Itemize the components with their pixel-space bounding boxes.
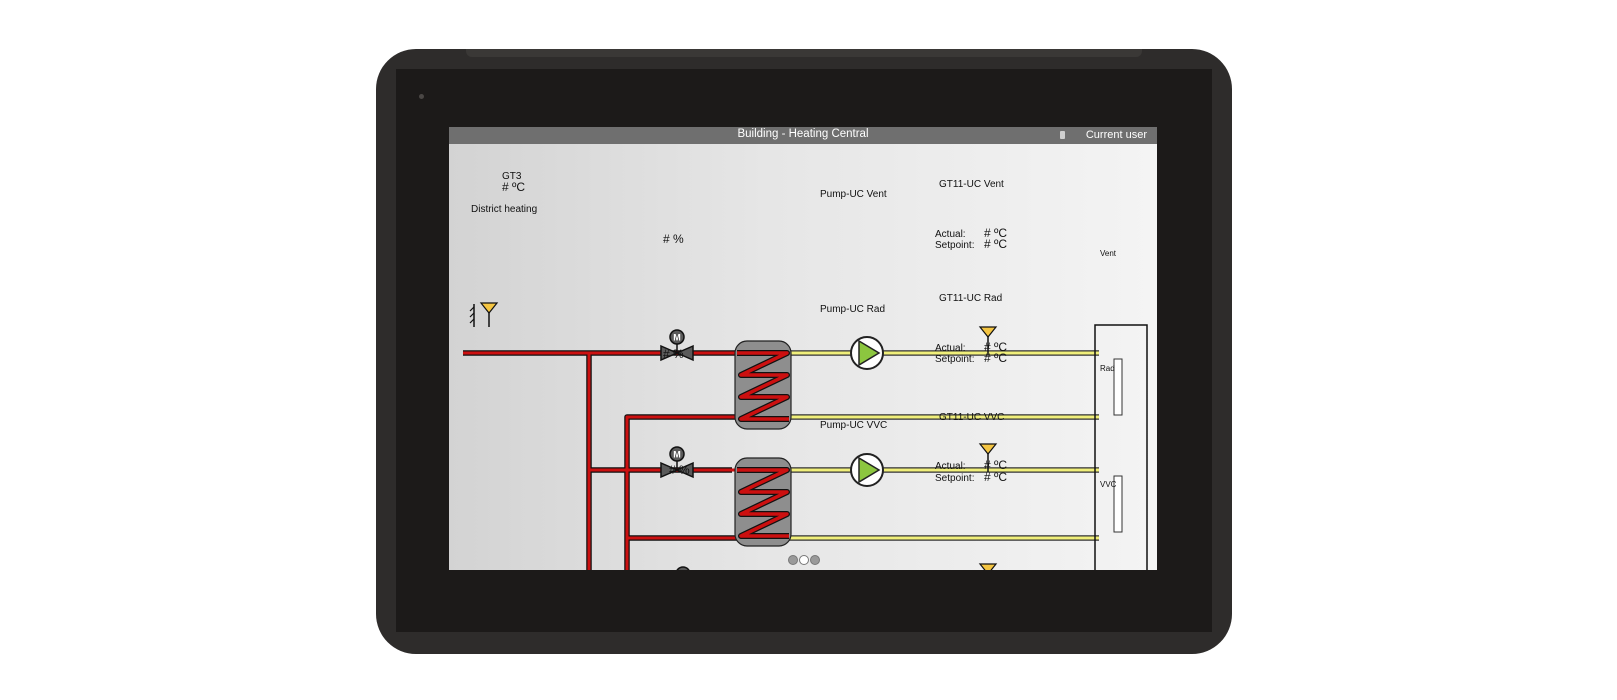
valve-position: # % (663, 347, 684, 361)
page-indicator (788, 555, 824, 565)
pump-label: Pump-UC Rad (820, 304, 886, 315)
rad-load[interactable] (1113, 475, 1123, 533)
page-dot[interactable] (799, 555, 809, 565)
sensor-label: GT11-UC Vent (939, 179, 1004, 190)
gt3-label: GT3 (502, 171, 522, 182)
actual-label: Actual: (935, 229, 966, 240)
status-led (419, 94, 424, 99)
outdoor-sensor-icon[interactable] (469, 302, 499, 327)
load-label: Rad (1100, 364, 1115, 373)
page-dot[interactable] (788, 555, 798, 565)
setpoint-label: Setpoint: (935, 354, 975, 365)
heat-exchanger (735, 341, 791, 429)
sensor-label: GT11-UC VVC (939, 412, 1005, 423)
pump-label: Pump-UC VVC (820, 420, 888, 431)
district-heating-label: District heating (471, 204, 538, 215)
pump-label: Pump-UC Vent (820, 189, 887, 200)
device-top-ridge (466, 49, 1142, 57)
motor-valve-icon[interactable] (666, 566, 700, 570)
hmi-screen: Building - Heating Central Current user … (449, 127, 1157, 570)
heat-exchanger (735, 458, 791, 546)
setpoint-value[interactable]: # ºC (984, 237, 1008, 251)
setpoint-label: Setpoint: (935, 473, 975, 484)
pump-icon[interactable] (850, 336, 884, 370)
temperature-sensor-icon[interactable] (979, 563, 997, 570)
window-title: Building - Heating Central (737, 128, 869, 140)
load-label: VVC (1100, 480, 1117, 489)
load-label: Vent (1100, 249, 1117, 258)
actual-label: Actual: (935, 461, 966, 472)
gt3-value: # ºC (502, 180, 526, 194)
valve-position: # % (669, 463, 690, 477)
page-dot[interactable] (810, 555, 820, 565)
pump-icon[interactable] (850, 453, 884, 487)
setpoint-label: Setpoint: (935, 240, 975, 251)
lock-icon (1060, 131, 1065, 139)
vent-load[interactable] (1113, 358, 1123, 416)
heating-diagram: M (463, 302, 1148, 570)
actual-value: # ºC (984, 458, 1008, 472)
setpoint-value[interactable]: # ºC (984, 351, 1008, 365)
setpoint-value[interactable]: # ºC (984, 470, 1008, 484)
consumers-panel (1094, 324, 1148, 570)
current-user-button[interactable]: Current user (1085, 129, 1147, 141)
title-bar: Building - Heating Central Current user (449, 127, 1157, 144)
sensor-label: GT11-UC Rad (939, 293, 1003, 304)
valve-position: # % (663, 232, 684, 246)
actual-value: # ºC (984, 226, 1008, 240)
actual-label: Actual: (935, 343, 966, 354)
actual-value: # ºC (984, 340, 1008, 354)
